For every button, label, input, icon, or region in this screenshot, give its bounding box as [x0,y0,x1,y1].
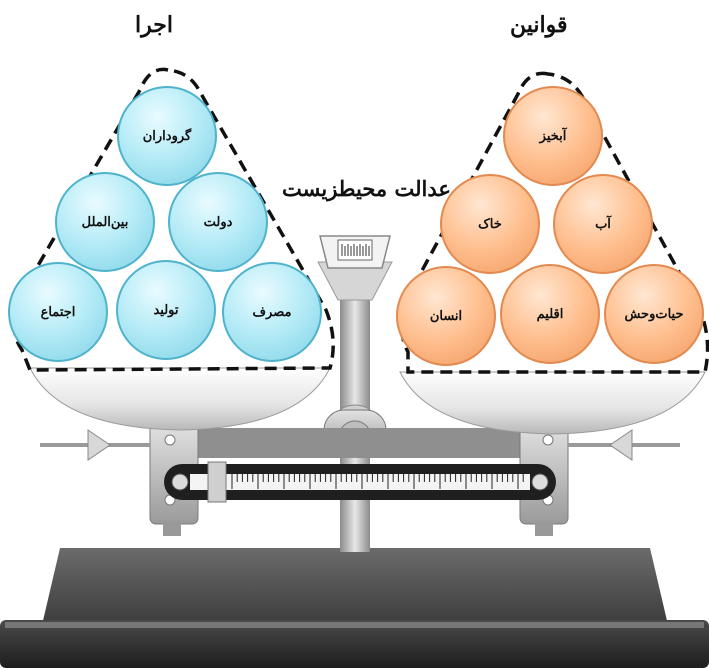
left-pan [29,367,331,431]
right-ball-2: خاک [440,174,540,274]
right-ball-3: آب [553,174,653,274]
right-ball-label: انسان [429,308,463,324]
left-ball-4: اجتماع [8,262,108,362]
left-ball-label: اجتماع [40,304,76,320]
left-ball-6: مصرف [222,262,322,362]
right-ball-1: آبخیز [503,86,603,186]
right-ball-label: آبخیز [539,128,567,144]
scale-ruler [164,461,556,503]
right-ball-4: انسان [396,266,496,366]
scale-base [0,548,709,668]
left-title: اجرا [135,12,173,38]
right-ball-label: خاک [478,216,502,232]
scale-dial [319,235,391,269]
right-title: قوانین [510,12,568,38]
left-ball-2: بین‌الملل [55,172,155,272]
right-ball-5: اقلیم [500,264,600,364]
center-title: عدالت محیطزیست [282,176,451,201]
left-ball-label: تولید [153,302,179,318]
left-ball-label: مصرف [252,304,292,320]
left-ball-1: گروداران [117,86,217,186]
left-ball-label: دولت [203,214,233,230]
left-ball-label: بین‌الملل [81,214,129,230]
left-ball-5: تولید [116,260,216,360]
right-ball-label: حیات‌وحش [624,306,684,322]
left-ball-label: گروداران [142,128,192,144]
left-dashed-outline [12,67,335,372]
right-pan [399,371,706,435]
right-ball-label: اقلیم [536,306,564,322]
right-ball-label: آب [595,216,611,232]
left-ball-3: دولت [168,172,268,272]
right-ball-6: حیات‌وحش [604,264,704,364]
right-dashed-outline [399,71,709,374]
